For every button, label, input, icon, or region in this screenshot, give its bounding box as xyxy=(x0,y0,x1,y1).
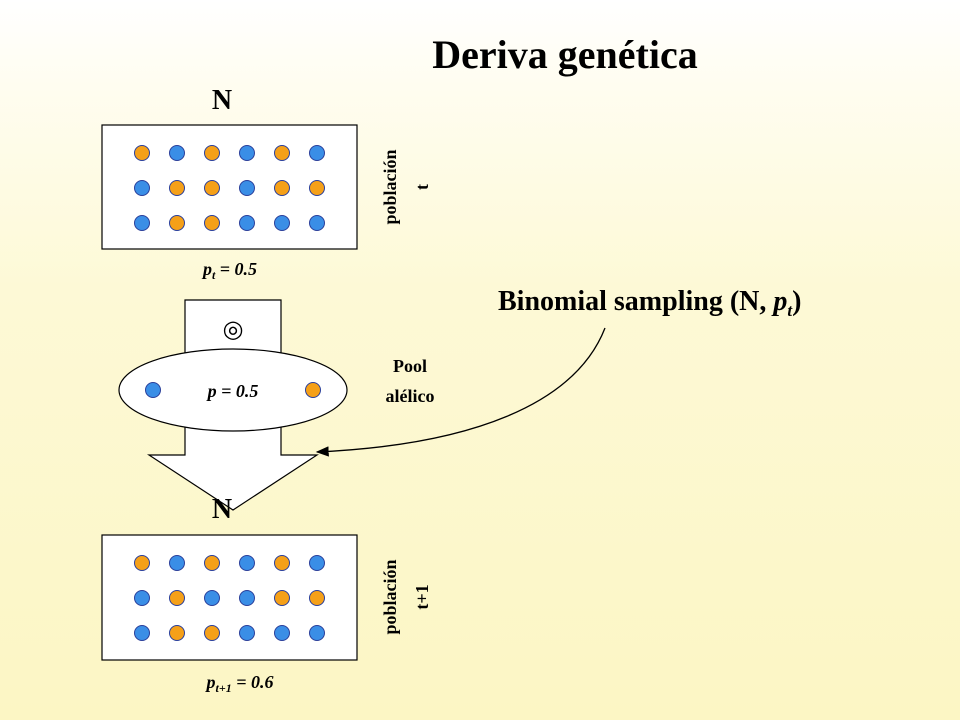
allele-t1-blue xyxy=(204,590,220,606)
allele-t1-blue xyxy=(169,555,185,571)
allele-t1-blue xyxy=(239,590,255,606)
allele-frequency-t-value: = 0.5 xyxy=(215,259,257,279)
allele-frequency-t: pt = 0.5 xyxy=(201,259,257,282)
allele-frequency-t1-subscript: t+1 xyxy=(216,681,232,695)
pool-allele-blue xyxy=(145,382,161,398)
population-t-alleles xyxy=(134,145,325,231)
target-icon: ◎ xyxy=(223,315,244,343)
allele-pool-ellipse xyxy=(118,348,348,432)
allele-t-orange xyxy=(134,145,150,161)
population-t1-label: población t+1 xyxy=(380,559,432,634)
binomial-sampling-prefix: Binomial sampling (N, xyxy=(498,286,773,317)
allele-t1-orange xyxy=(274,590,290,606)
bottom-population-size-label: N xyxy=(212,494,232,525)
allele-t-orange xyxy=(274,180,290,196)
allele-t-blue xyxy=(239,145,255,161)
allele-t-blue xyxy=(169,145,185,161)
allele-t1-blue xyxy=(134,625,150,641)
allele-t1-blue xyxy=(239,555,255,571)
allele-t-orange xyxy=(274,145,290,161)
population-t1-alleles xyxy=(134,555,325,641)
allele-t-blue xyxy=(134,215,150,231)
allele-t-orange xyxy=(309,180,325,196)
allele-t-blue xyxy=(239,215,255,231)
binomial-sampling-suffix: ) xyxy=(792,286,801,317)
allele-t1-blue xyxy=(134,590,150,606)
allele-t-blue xyxy=(309,215,325,231)
allele-frequency-t-subscript: t xyxy=(212,268,216,282)
allele-frequency-t1-value: = 0.6 xyxy=(232,672,274,692)
allele-frequency-t1-symbol: p xyxy=(205,672,216,692)
allele-t-blue xyxy=(274,215,290,231)
binomial-sampling-subscript: t xyxy=(787,301,793,320)
pool-frequency: p = 0.5 xyxy=(206,381,259,401)
allele-t1-blue xyxy=(309,625,325,641)
allele-t-orange xyxy=(204,180,220,196)
population-t1-label-generation: t+1 xyxy=(412,584,432,609)
allele-frequency-t-symbol: p xyxy=(201,259,212,279)
top-population-size-label: N xyxy=(212,85,232,116)
allele-t1-blue xyxy=(274,625,290,641)
allele-t1-orange xyxy=(274,555,290,571)
binomial-sampling-p: p xyxy=(771,286,787,317)
allele-t1-orange xyxy=(134,555,150,571)
allele-t1-orange xyxy=(169,590,185,606)
slide-title: Deriva genética xyxy=(432,32,697,77)
allele-t-blue xyxy=(309,145,325,161)
binomial-sampling-label: Binomial sampling (N, pt) xyxy=(498,286,801,320)
allele-t-orange xyxy=(169,215,185,231)
sampling-arrow xyxy=(315,327,606,457)
allele-frequency-t1: pt+1 = 0.6 xyxy=(205,672,274,695)
population-t-label: población t xyxy=(380,149,432,224)
pool-allele-orange xyxy=(305,382,321,398)
allele-t-orange xyxy=(204,215,220,231)
pool-label-line1: Pool xyxy=(393,356,427,376)
allele-t1-orange xyxy=(309,590,325,606)
population-t-label-text: población xyxy=(380,149,400,224)
allele-t1-orange xyxy=(169,625,185,641)
allele-t1-blue xyxy=(309,555,325,571)
allele-t-blue xyxy=(134,180,150,196)
pool-label-line2: alélico xyxy=(386,386,435,406)
population-t-label-generation: t xyxy=(412,184,432,190)
allele-t1-orange xyxy=(204,555,220,571)
allele-t1-blue xyxy=(239,625,255,641)
population-t1-label-text: población xyxy=(380,559,400,634)
allele-t-orange xyxy=(204,145,220,161)
allele-t-orange xyxy=(169,180,185,196)
allele-t1-orange xyxy=(204,625,220,641)
allele-t-blue xyxy=(239,180,255,196)
